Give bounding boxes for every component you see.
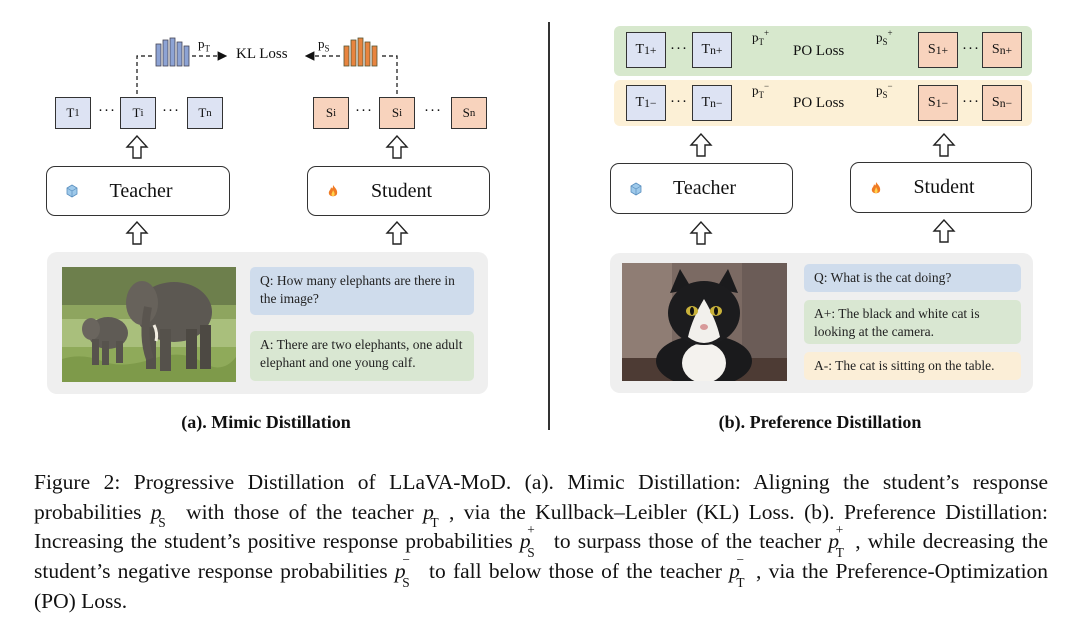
preference-distillation-subtitle: (b). Preference Distillation (718, 412, 922, 432)
pos-teacher-ellipsis: ··· (670, 41, 688, 57)
math-p-t-minus: p−T (729, 551, 745, 590)
mimic-distillation-subtitle: (a). Mimic Distillation (181, 412, 351, 432)
elephants-photo (62, 267, 236, 382)
pref-teacher-label: Teacher (673, 177, 736, 199)
question-bubble: Q: How many elephants are there in the i… (250, 267, 474, 315)
figure-caption: Figure 2: Progressive Distillation of LL… (34, 470, 1049, 613)
pref-question-bubble: Q: What is the cat doing? (804, 264, 1021, 292)
neg-teacher-ellipsis: ··· (670, 94, 688, 110)
student-token-ellipsis-2: ··· (424, 103, 442, 119)
p-student-neg-label: pS− (876, 81, 893, 100)
neg-student-ellipsis: ··· (962, 94, 980, 110)
p-teacher-pos-label: pT+ (752, 28, 770, 47)
teacher-dashed-path (136, 51, 228, 94)
teacher-probability-histogram (155, 37, 190, 67)
p-student-label: pS (318, 36, 330, 54)
positive-answer-bubble: A+: The black and white cat is looking a… (804, 300, 1021, 344)
panel-divider (548, 22, 550, 430)
teacher-model-box: Teacher (46, 166, 230, 216)
po-loss-positive: PO Loss (793, 43, 845, 59)
cat-photo (622, 263, 787, 381)
negative-answer-bubble: A-: The cat is sitting on the table. (804, 352, 1021, 380)
math-p-t-plus: p+T (828, 522, 844, 560)
ice-cube-icon (630, 182, 642, 195)
answer-bubble: A: There are two elephants, one adult el… (250, 331, 474, 381)
teacher-label: Teacher (109, 179, 173, 202)
math-p-s-plus: p+S (519, 522, 535, 560)
p-teacher-neg-label: pT− (752, 81, 770, 100)
p-teacher-label: pT (198, 36, 210, 54)
student-token-ellipsis: ··· (355, 103, 373, 119)
student-dashed-path (304, 51, 398, 94)
kl-loss-label: KL Loss (236, 46, 288, 62)
po-loss-negative: PO Loss (793, 95, 845, 111)
fire-icon (871, 181, 881, 193)
p-student-pos-label: pS+ (876, 28, 893, 47)
teacher-token-ellipsis-2: ··· (162, 103, 180, 119)
outline-up-arrow-icon (125, 132, 956, 245)
math-p-s-minus: p−S (394, 551, 410, 590)
ice-cube-icon (66, 184, 78, 198)
pref-student-label: Student (913, 176, 975, 198)
student-model-box: Student (307, 166, 490, 216)
student-label: Student (370, 179, 433, 202)
pref-student-model-box: Student (850, 162, 1032, 213)
teacher-token-ellipsis: ··· (98, 103, 116, 119)
pref-teacher-model-box: Teacher (610, 163, 793, 214)
pos-student-ellipsis: ··· (962, 41, 980, 57)
student-probability-histogram (343, 37, 378, 67)
fire-icon (328, 185, 338, 197)
positive-response-band (614, 26, 1032, 76)
negative-response-band (614, 80, 1032, 126)
